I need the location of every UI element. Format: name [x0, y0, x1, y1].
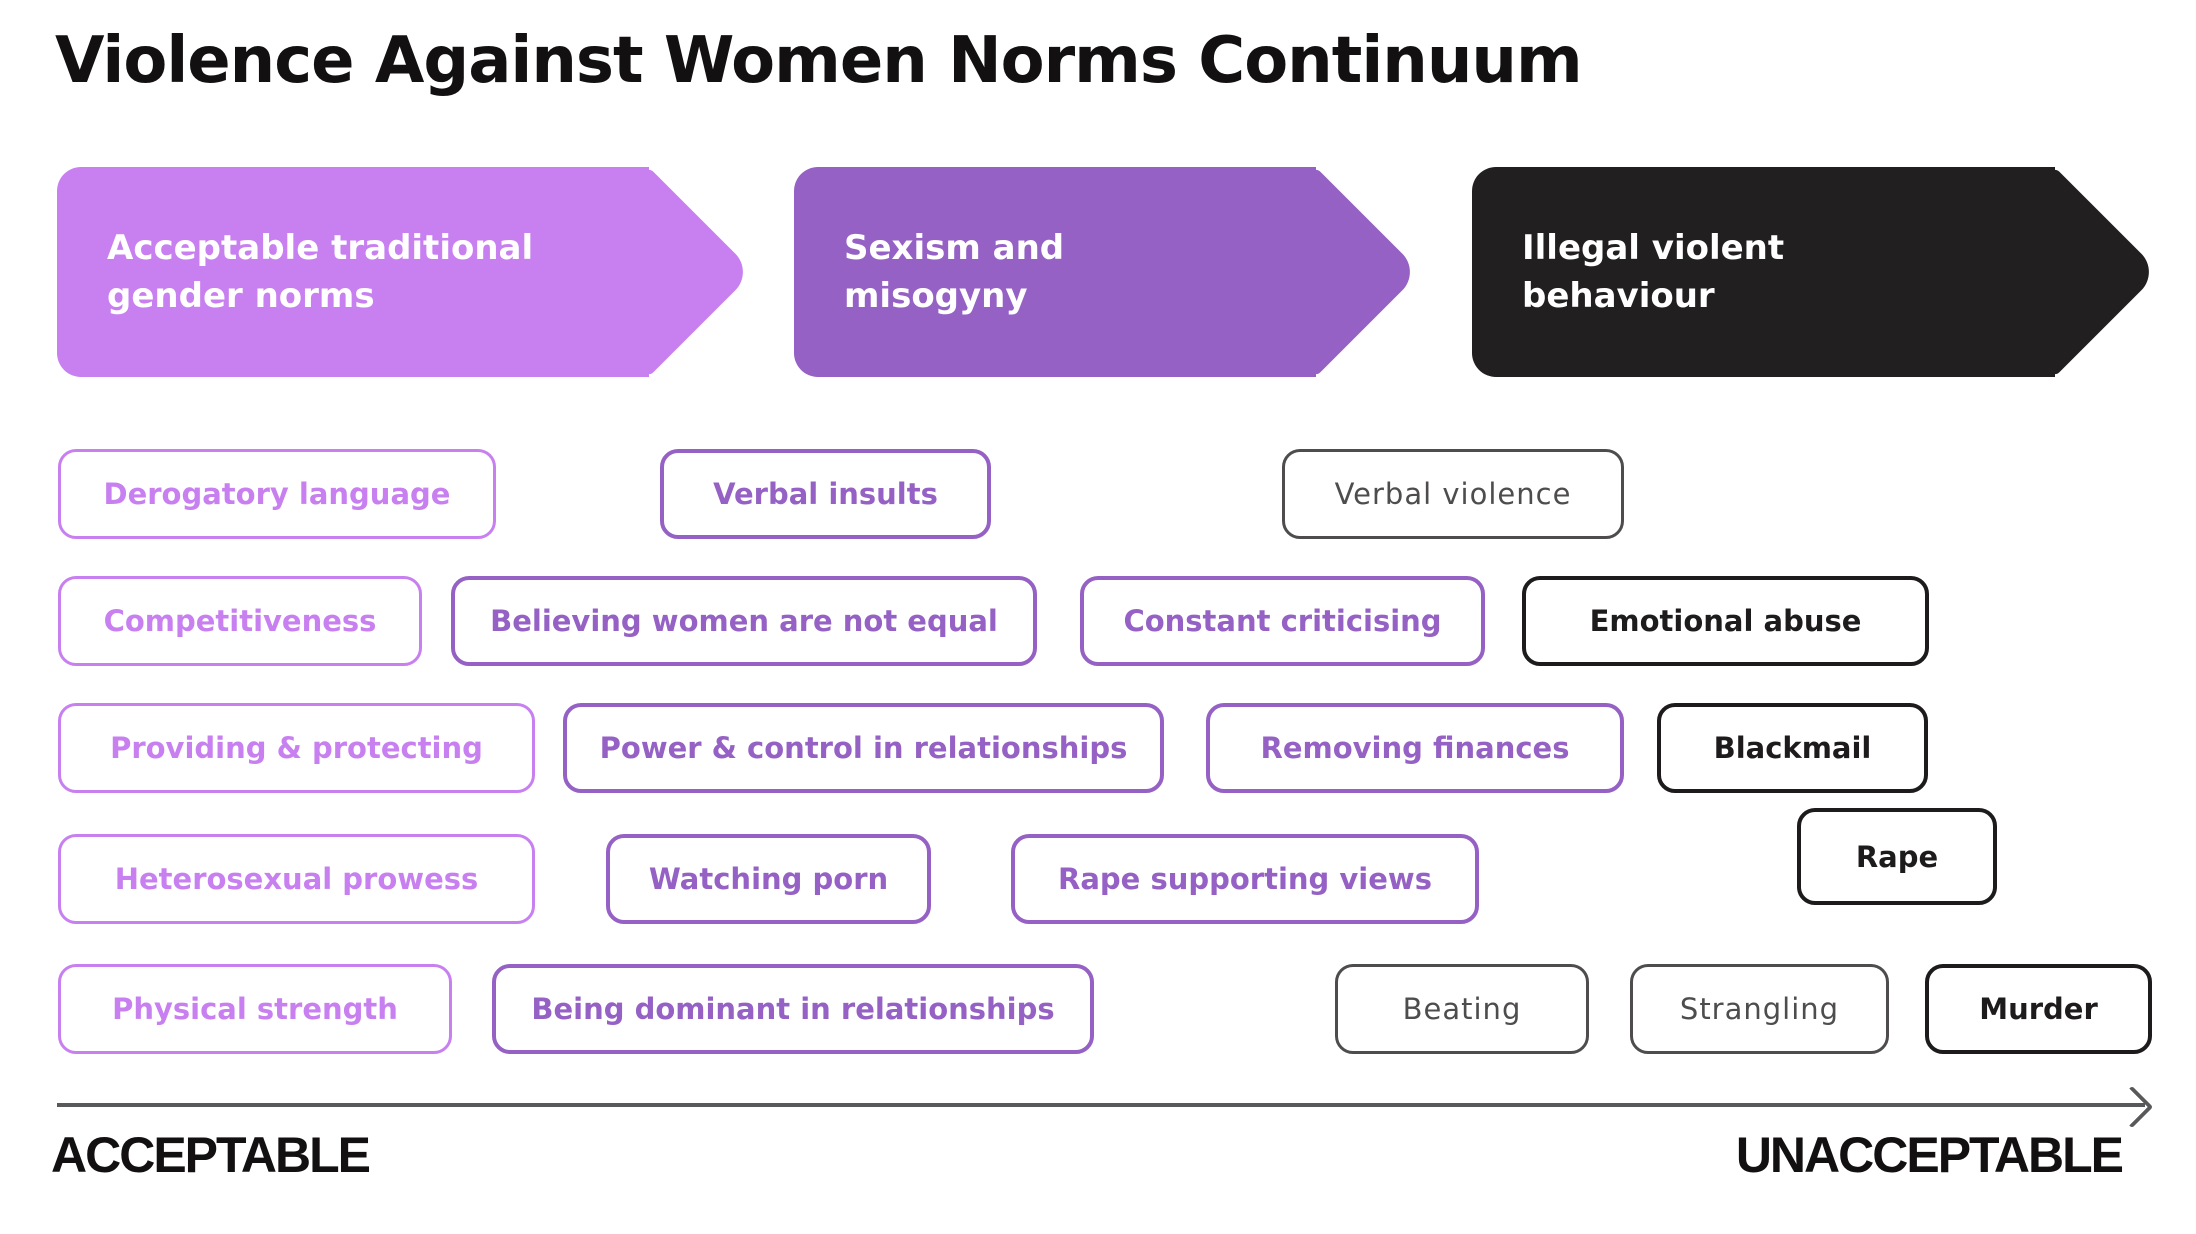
box-rape-supporting-views: Rape supporting views	[1011, 834, 1479, 924]
stage-label: Acceptable traditional gender norms	[107, 227, 534, 316]
axis-label-unacceptable: UNACCEPTABLE	[1735, 1127, 2124, 1183]
box-watching-porn: Watching porn	[606, 834, 931, 924]
box-strangling: Strangling	[1630, 964, 1889, 1054]
box-believing-women-not-equal: Believing women are not equal	[451, 576, 1037, 666]
box-verbal-insults: Verbal insults	[660, 449, 991, 539]
box-verbal-violence: Verbal violence	[1282, 449, 1624, 539]
box-competitiveness: Competitiveness	[58, 576, 422, 666]
stage-label: Illegal violent behaviour	[1522, 227, 1785, 316]
box-constant-criticising: Constant criticising	[1080, 576, 1485, 666]
box-being-dominant-relationships: Being dominant in relationships	[492, 964, 1094, 1054]
box-power-control-relationships: Power & control in relationships	[563, 703, 1164, 793]
box-providing-protecting: Providing & protecting	[58, 703, 535, 793]
box-blackmail: Blackmail	[1657, 703, 1928, 793]
page-title: Violence Against Women Norms Continuum	[55, 24, 1583, 98]
stage-arrow-illegal-violence: Illegal violent behaviour	[1472, 167, 2055, 377]
box-heterosexual-prowess: Heterosexual prowess	[58, 834, 535, 924]
stage-label: Sexism and misogyny	[844, 227, 1065, 316]
box-removing-finances: Removing finances	[1206, 703, 1624, 793]
box-derogatory-language: Derogatory language	[58, 449, 496, 539]
box-emotional-abuse: Emotional abuse	[1522, 576, 1929, 666]
box-beating: Beating	[1335, 964, 1589, 1054]
continuum-axis-arrow	[57, 1103, 2145, 1107]
box-murder: Murder	[1925, 964, 2152, 1054]
stage-arrow-sexism-misogyny: Sexism and misogyny	[794, 167, 1316, 377]
box-physical-strength: Physical strength	[58, 964, 452, 1054]
box-rape: Rape	[1797, 808, 1997, 905]
stage-arrow-acceptable-norms: Acceptable traditional gender norms	[57, 167, 649, 377]
axis-label-acceptable: ACCEPTABLE	[51, 1127, 371, 1183]
